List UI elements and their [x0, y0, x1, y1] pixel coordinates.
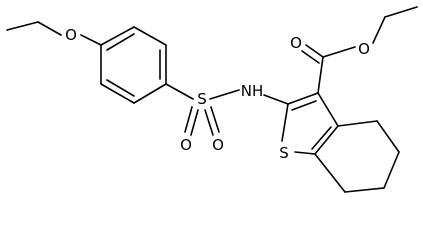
atom-nh: NH	[241, 82, 264, 100]
sulfonamide-group	[165, 83, 289, 136]
bond-ring-s	[165, 83, 194, 100]
atom-o-carbonyl: O	[290, 34, 302, 52]
atom-o-ethoxy: O	[65, 26, 77, 44]
bond-o-ring-ethoxy	[80, 34, 102, 46]
bond-benzene-1	[100, 26, 135, 46]
atom-s-sulfonyl: S	[197, 90, 207, 108]
bond-c3a-c7a	[314, 125, 339, 155]
ethoxy-group	[6, 21, 102, 46]
bond-nh-c2	[263, 94, 289, 105]
bond-benzene-inner-1	[106, 33, 135, 51]
ethyl-ester-group	[301, 6, 418, 94]
bond-c4-c5	[376, 120, 400, 153]
bond-c6-c7	[344, 187, 385, 193]
bond-benzene-2	[133, 26, 167, 46]
bond-c3a-c4	[337, 120, 378, 127]
bond-s-o-left-a	[190, 109, 199, 136]
bond-benzene-inner-3	[106, 79, 135, 97]
bond-ch2-ch3-ester	[384, 6, 418, 18]
benzene-ring	[100, 26, 167, 104]
structure-canvas: O S O O NH S O O	[6, 6, 418, 193]
bond-s-c2	[281, 103, 289, 142]
bond-c3-carbonyl	[317, 56, 324, 94]
molecule-structure: O S O O NH S O O	[6, 6, 418, 193]
bond-c5-c6	[383, 151, 400, 189]
thiophene-ring	[281, 92, 339, 155]
cyclohexane-ring	[314, 120, 400, 193]
bond-c2-c3	[287, 92, 319, 105]
bond-s-o-right-b	[210, 106, 220, 133]
bond-s-o-left-b	[184, 106, 193, 133]
bond-carbonyl-o-ester	[322, 46, 356, 58]
atom-o-ester: O	[358, 40, 370, 58]
bond-s-o-right-a	[204, 109, 214, 136]
bond-benzene-4	[133, 83, 167, 104]
bond-ch3-ch2-ethoxy	[6, 21, 39, 31]
atom-o-sulfonyl-right: O	[212, 136, 224, 154]
bond-c3-c3a	[317, 92, 339, 127]
atom-o-sulfonyl-left: O	[180, 136, 192, 154]
bond-c7-c7a	[314, 153, 346, 193]
bond-c7a-s	[294, 151, 316, 155]
bond-c3a-c7a-inner	[311, 126, 332, 150]
bond-carbonyl-o-a	[305, 44, 324, 58]
bond-carbonyl-o-b	[301, 50, 320, 64]
bond-benzene-5	[100, 83, 135, 104]
bond-ch2-o-ethoxy	[37, 21, 62, 36]
bond-o-ch2-ester	[372, 16, 386, 44]
atom-s-thiophene: S	[279, 144, 289, 162]
bond-s-nh	[209, 89, 240, 100]
bond-c2-c3-inner	[291, 100, 317, 111]
